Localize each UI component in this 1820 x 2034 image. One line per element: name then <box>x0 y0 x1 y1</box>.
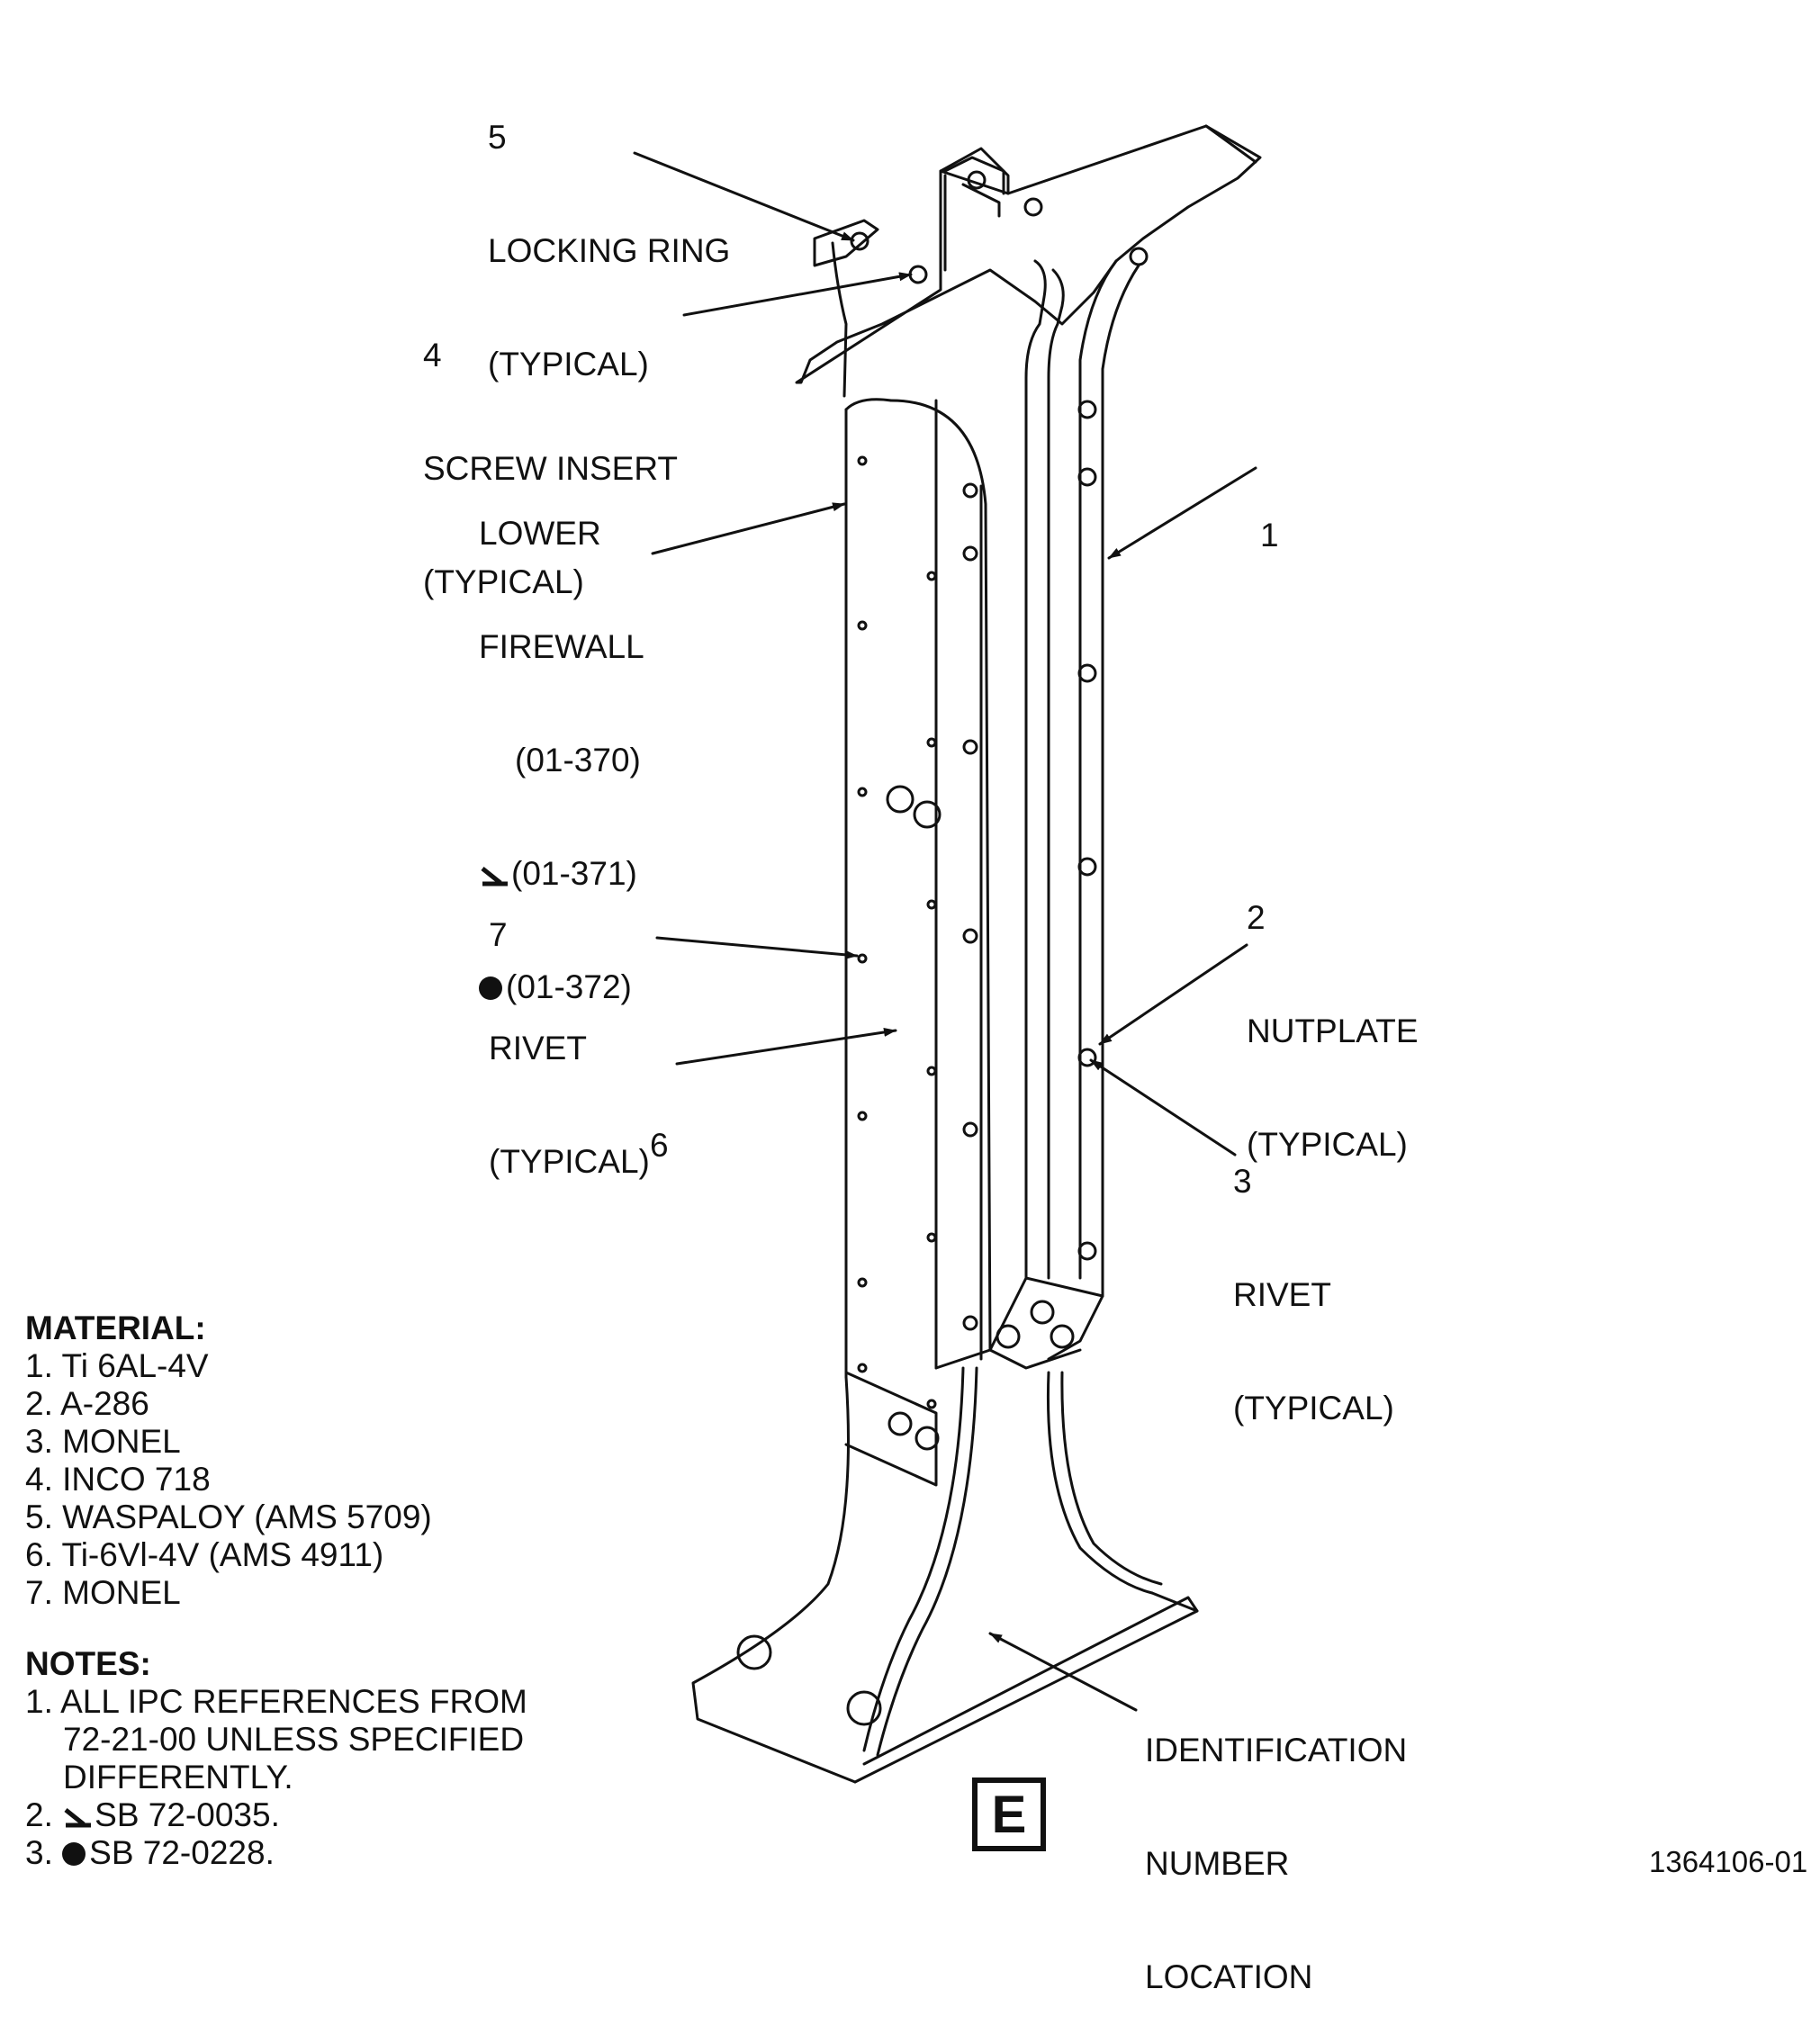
leader-nutplate <box>1098 943 1248 1046</box>
front-panel <box>889 399 992 1370</box>
callout-screw-insert: 4 SCREW INSERT (TYPICAL) <box>423 261 678 639</box>
callout-number: 1 <box>1260 517 1279 554</box>
right-rail <box>1078 259 1118 1280</box>
view-label: E <box>991 1785 1027 1844</box>
callout-rivet-7: 7 RIVET (TYPICAL) <box>489 841 650 1219</box>
leader-identification <box>988 1632 1138 1712</box>
lower-rectangle <box>844 1371 938 1487</box>
callout-label: (TYPICAL) <box>423 563 584 600</box>
leader-lower-firewall <box>651 502 846 555</box>
note-3: 3. SB 72-0228. <box>25 1834 527 1872</box>
filled-circle-icon <box>479 976 502 1000</box>
spine <box>1024 259 1047 1280</box>
panel-holes <box>962 482 978 1331</box>
top-boss <box>943 156 1005 195</box>
callout-number: 7 <box>489 916 508 953</box>
material-list: MATERIAL: 1. Ti 6AL-4V 2. A-286 3. MONEL… <box>25 1310 432 1612</box>
leader-rivet7 <box>655 936 859 959</box>
callout-label: LOWER <box>479 515 601 552</box>
lower-pedestal <box>988 1276 1104 1361</box>
leader-screw-insert <box>682 272 913 317</box>
note-2-prefix: 2. <box>25 1796 53 1833</box>
callout-number: 2 <box>1247 899 1266 936</box>
note-1-line: DIFFERENTLY. <box>63 1759 293 1796</box>
callout-identification: IDENTIFICATION NUMBER LOCATION <box>1145 1656 1407 2034</box>
top-left-lobe <box>813 219 879 267</box>
ref-01-371: (01-371) <box>511 855 637 892</box>
base-foot <box>853 1596 1199 1784</box>
base-inserts <box>996 1300 1075 1349</box>
callout-label: RIVET <box>489 1030 587 1066</box>
callout-label: IDENTIFICATION <box>1145 1732 1408 1768</box>
view-label-box: E <box>972 1778 1046 1851</box>
callout-number: 4 <box>423 337 442 374</box>
material-item: 7. MONEL <box>25 1574 181 1611</box>
ref-01-370: (01-370) <box>515 742 641 778</box>
callout-rivet-3: 3 RIVET (TYPICAL) <box>1233 1087 1394 1465</box>
figure-number: 1364106-01 <box>1649 1845 1808 1878</box>
note-2-text: SB 72-0035. <box>95 1796 280 1833</box>
callout-label: NUTPLATE <box>1247 1012 1419 1049</box>
callout-label: FIREWALL <box>479 628 644 665</box>
callout-label: NUMBER <box>1145 1845 1290 1882</box>
material-item: 1. Ti 6AL-4V <box>25 1347 209 1384</box>
leader-item1 <box>1107 466 1257 560</box>
material-heading: MATERIAL: <box>25 1310 206 1346</box>
callout-nutplate: 2 NUTPLATE (TYPICAL) <box>1247 824 1419 1202</box>
callout-label: LOCATION <box>1145 1958 1313 1995</box>
callout-label: SCREW INSERT <box>423 450 679 487</box>
notes-heading: NOTES: <box>25 1645 151 1682</box>
callout-lower-firewall: LOWER FIREWALL (01-370) (01-371) (01-372… <box>479 439 644 1044</box>
callout-label: LOCKING RING <box>488 232 731 269</box>
leader-rivet3 <box>1089 1058 1237 1156</box>
center-rivet-row <box>926 571 937 1409</box>
revision-symbol-icon <box>481 867 508 886</box>
callout-item-6: 6 <box>650 1051 669 1202</box>
callout-label: (TYPICAL) <box>489 1143 650 1180</box>
note-1-line: 72-21-00 UNLESS SPECIFIED <box>63 1721 525 1758</box>
top-flange <box>795 124 1262 384</box>
revision-symbol-icon <box>64 1808 92 1828</box>
material-item: 3. MONEL <box>25 1423 181 1460</box>
callout-label: (TYPICAL) <box>1247 1126 1408 1163</box>
leader-item6 <box>675 1028 897 1066</box>
filled-circle-icon <box>62 1842 86 1866</box>
callout-number: 6 <box>650 1127 669 1164</box>
left-rivet-row <box>857 455 868 1373</box>
note-2: 2. SB 72-0035. <box>25 1796 527 1834</box>
material-item: 5. WASPALOY (AMS 5709) <box>25 1498 432 1535</box>
material-item: 4. INCO 718 <box>25 1461 211 1498</box>
note-3-text: SB 72-0228. <box>89 1834 275 1871</box>
callout-label: RIVET <box>1233 1276 1331 1313</box>
material-item: 2. A-286 <box>25 1385 149 1422</box>
note-1-line: 1. ALL IPC REFERENCES FROM <box>25 1683 527 1720</box>
lower-web-right <box>1046 1371 1154 1595</box>
nutplate-row <box>1077 400 1097 1261</box>
note-3-prefix: 3. <box>25 1834 53 1871</box>
ref-01-372-row: (01-372) <box>479 968 644 1006</box>
callout-label: (TYPICAL) <box>488 346 649 382</box>
leader-locking-ring <box>633 151 855 242</box>
ref-01-372: (01-372) <box>506 968 632 1005</box>
material-item: 6. Ti-6Vl-4V (AMS 4911) <box>25 1536 384 1573</box>
callout-number: 5 <box>488 119 507 156</box>
top-inserts <box>850 170 1149 284</box>
ref-01-371-row: (01-371) <box>479 855 644 893</box>
callout-locking-ring: 5 LOCKING RING (TYPICAL) <box>488 43 730 421</box>
lower-web-left <box>691 1375 857 1784</box>
notes-list: NOTES: 1. ALL IPC REFERENCES FROM 72-21-… <box>25 1645 527 1872</box>
callout-label: (TYPICAL) <box>1233 1390 1394 1426</box>
callout-number: 3 <box>1233 1163 1252 1200</box>
firewall-assembly-drawing <box>633 124 1262 1784</box>
large-holes <box>736 785 942 1726</box>
callout-item-1: 1 <box>1260 441 1279 592</box>
